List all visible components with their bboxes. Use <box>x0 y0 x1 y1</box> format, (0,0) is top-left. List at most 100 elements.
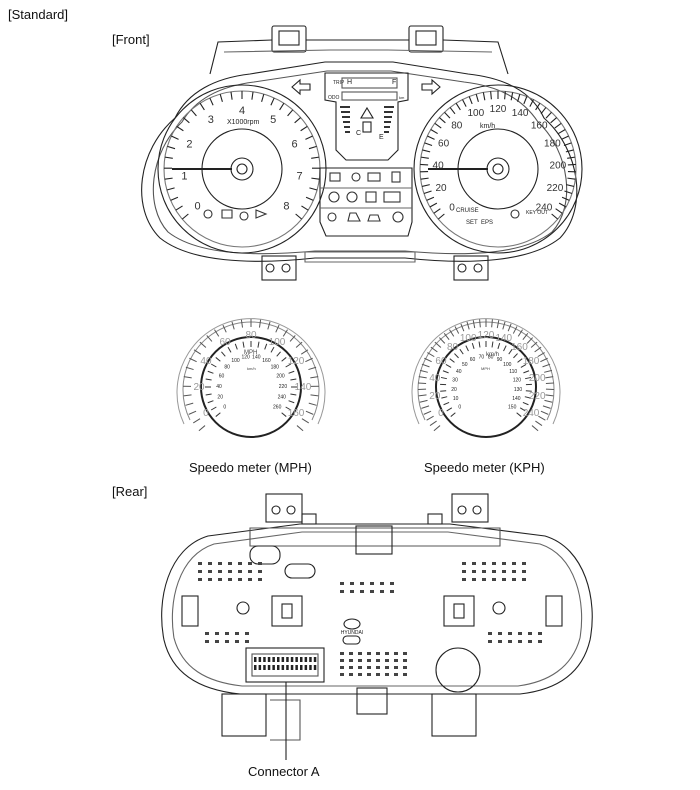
mph-outer-tick <box>305 357 313 363</box>
mph-inner-tick <box>281 357 287 362</box>
vent-dot <box>349 652 353 655</box>
connector-a-pin-grid <box>254 657 317 670</box>
kph-inner-tick <box>450 412 456 417</box>
speedo-mph-outer-arc <box>176 318 326 425</box>
mph-outer-tick <box>183 394 192 397</box>
speedo-tick <box>554 122 562 129</box>
vent-dot <box>367 673 371 676</box>
kph-outer-tick <box>426 415 434 421</box>
vent-dot <box>492 570 496 573</box>
rear-bottom-tab-left <box>221 693 267 737</box>
mph-inner-tick <box>285 406 292 411</box>
connector-pin <box>267 665 271 670</box>
mph-inner-tick <box>288 370 295 374</box>
connector-pin <box>254 665 257 670</box>
front-cluster <box>141 25 583 281</box>
kph-outer-label: 100 <box>460 333 477 344</box>
kph-outer-label: 40 <box>429 373 441 384</box>
kph-inner-tick <box>497 342 501 349</box>
connector-pin <box>281 657 285 662</box>
tacho-tick <box>287 109 294 117</box>
front-bottom-tab-left <box>261 255 297 281</box>
mph-outer-label: 100 <box>269 337 286 348</box>
front-text: X1000rpm km/h C H E F TRIP ODO km CRUISE… <box>227 79 548 226</box>
tacho-tick <box>294 117 302 124</box>
mph-outer-tick <box>258 319 262 328</box>
speedo-tick-label: 60 <box>438 139 450 150</box>
vent-dot <box>394 652 398 655</box>
speedo-tick <box>468 96 473 105</box>
front-bottom-tab-right <box>453 255 489 281</box>
vent-dot <box>512 578 516 581</box>
rear-clip-right <box>427 513 443 525</box>
rear-bottom-center-block <box>356 687 388 715</box>
front-top-tab-right-inner <box>415 30 437 46</box>
rear-speaker <box>435 647 481 693</box>
vent-dot <box>522 578 526 581</box>
kph-inner-label: 70 <box>479 354 485 360</box>
mph-inner-tick <box>257 341 260 348</box>
connector-a[interactable] <box>245 647 325 683</box>
seatbelt-icon <box>362 121 372 133</box>
kph-outer-label: 60 <box>435 356 447 367</box>
connector-pin <box>295 657 298 662</box>
temp-hot-label: H <box>347 79 352 86</box>
rear-socket-left-inner <box>281 603 293 619</box>
speedo-tick <box>561 135 569 140</box>
speedo-tick <box>510 92 514 101</box>
mph-outer-tick <box>282 329 288 337</box>
mph-inner-label: 100 <box>231 358 240 364</box>
tacho-tick <box>301 205 309 211</box>
vent-dot <box>462 578 466 581</box>
mph-outer-tick <box>198 425 206 432</box>
kph-inner-tick <box>443 401 450 406</box>
kph-outer-tick <box>418 376 427 379</box>
tacho-indicator-1-icon <box>203 209 213 219</box>
speedo-tick <box>437 213 445 220</box>
tacho-tick <box>166 187 175 191</box>
vent-dot <box>482 562 486 565</box>
kph-outer-tick <box>454 326 460 334</box>
vent-dot <box>380 590 384 593</box>
lcd-odo-digits <box>341 91 398 101</box>
vent-dot <box>522 570 526 573</box>
rear-housing-inner <box>171 531 583 687</box>
kph-inner-label: 30 <box>452 378 458 384</box>
speedo-unit-label: km/h <box>480 123 495 130</box>
mph-inner-tick <box>264 343 268 350</box>
speedo-tick <box>444 111 451 119</box>
speedo-tick <box>567 177 576 180</box>
cruise-indicator: CRUISE <box>456 208 479 214</box>
kph-inner-label: 140 <box>512 396 521 402</box>
kph-outer-tick <box>496 320 500 329</box>
vent-dot <box>403 652 407 655</box>
vent-dot <box>248 578 252 581</box>
vent-dot <box>370 582 374 585</box>
mph-inner-tick <box>215 357 221 362</box>
speedo-mph-caption: Speedo meter (MPH) <box>189 460 312 475</box>
mph-outer-label: 40 <box>200 356 212 367</box>
kph-inner-tick <box>471 342 475 349</box>
kph-inner-tick <box>446 407 453 412</box>
fuel-full-label: F <box>392 79 396 86</box>
mph-outer-tick <box>222 324 227 333</box>
check-engine-icon <box>351 172 361 182</box>
vent-dot <box>215 640 219 643</box>
vent-dot <box>208 570 212 573</box>
speedo-tick <box>555 208 563 214</box>
mph-inner-tick <box>242 341 245 348</box>
vent-dot <box>502 570 506 573</box>
speedo-tick <box>504 91 506 100</box>
vent-dot <box>358 673 362 676</box>
speedo-tick <box>482 92 486 101</box>
rear-cluster <box>161 493 593 760</box>
kph-outer-tick <box>429 420 437 427</box>
vent-dot <box>228 570 232 573</box>
tacho-tick <box>190 109 197 117</box>
standard-heading: [Standard] <box>8 7 68 22</box>
vent-dot <box>376 659 380 662</box>
mph-outer-tick <box>310 394 319 397</box>
speedo-mph-detail <box>176 318 326 438</box>
speedo-tick-label: 180 <box>544 139 561 150</box>
